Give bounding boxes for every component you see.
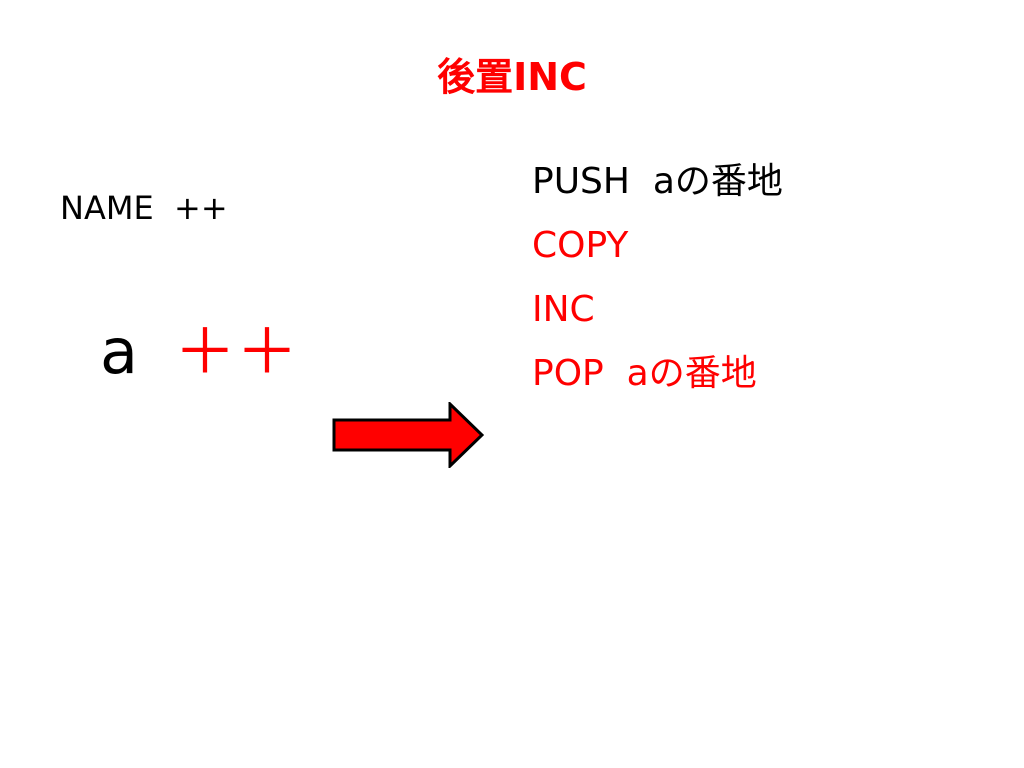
- code-line: INC: [532, 289, 595, 330]
- slide-title: 後置INC: [437, 55, 587, 99]
- right-arrow-icon: [332, 402, 484, 468]
- arrow-shape: [332, 402, 484, 468]
- expression-operator: ＋＋: [174, 315, 299, 388]
- syntax-rule: NAME ++: [60, 189, 228, 227]
- code-list: PUSH aの番地 COPY INC POP aの番地: [532, 150, 783, 406]
- code-line: POP aの番地: [532, 353, 757, 394]
- expression-operand: a: [100, 315, 138, 388]
- code-line: PUSH aの番地: [532, 161, 783, 202]
- code-line: COPY: [532, 225, 629, 266]
- expression: a ＋＋: [100, 312, 298, 392]
